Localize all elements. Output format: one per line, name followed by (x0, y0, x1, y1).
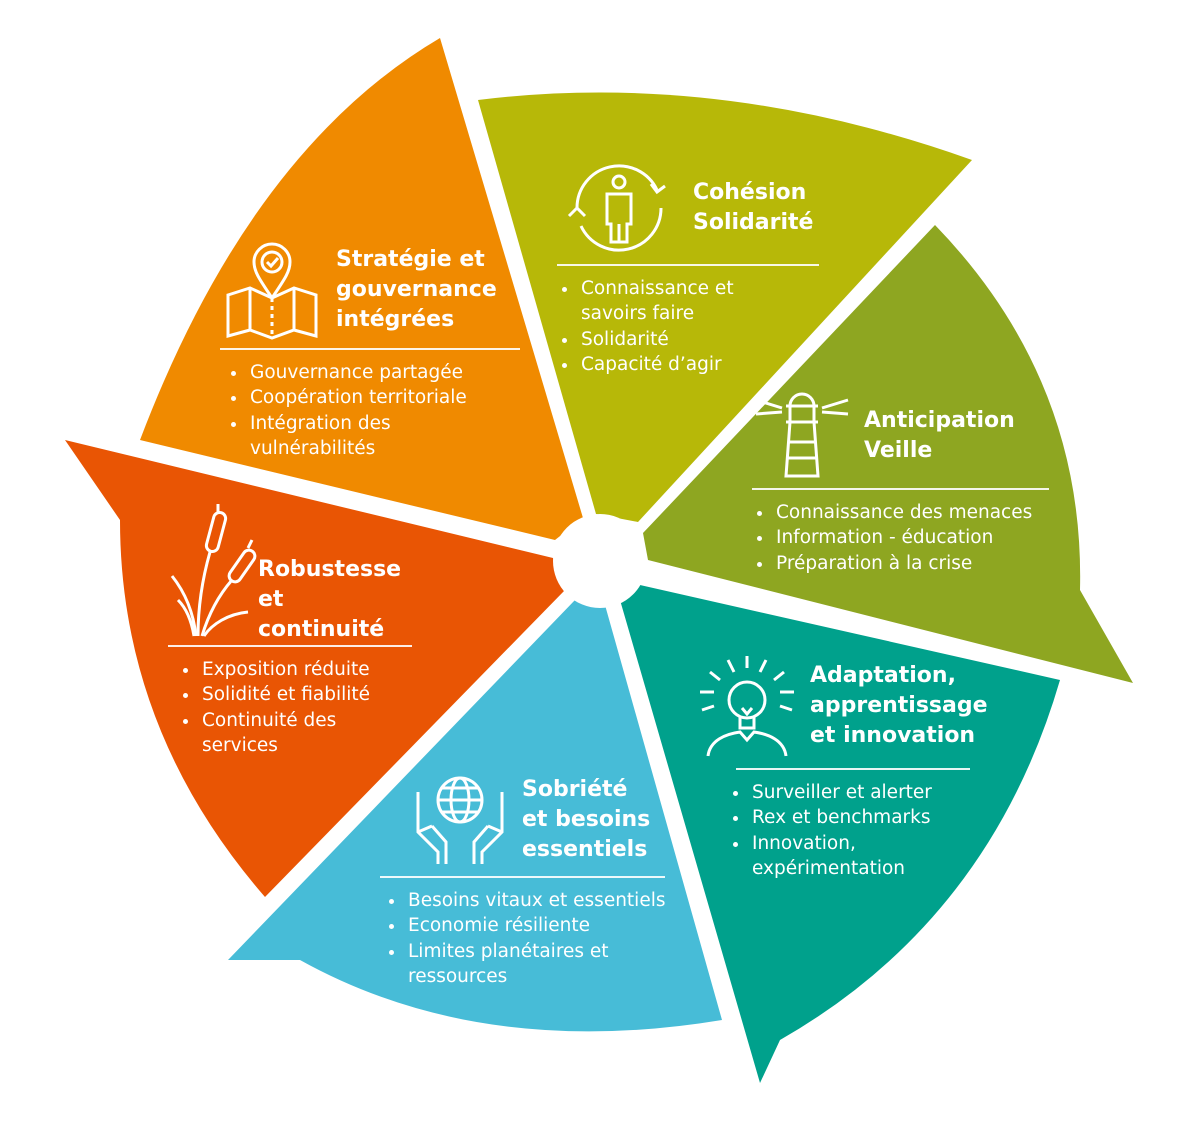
map-pin-icon (226, 242, 318, 340)
block-adaptation: Adaptation, apprentissage et innovation … (696, 652, 988, 882)
list-item: Economie résiliente (406, 913, 680, 939)
center-hub (553, 514, 647, 608)
list-item: Intégration des vulnérabilités (248, 411, 520, 462)
list-item: Coopération territoriale (248, 385, 520, 411)
divider (380, 876, 665, 878)
reed-plant-icon (170, 504, 257, 637)
segment-robustesse (65, 440, 565, 897)
list-item: Exposition réduite (200, 657, 412, 683)
list-item: Limites planétaires et ressources (406, 939, 638, 990)
list-item: Rex et benchmarks (750, 805, 970, 831)
hands-globe-icon (416, 776, 504, 864)
segment-strategie (140, 38, 583, 540)
block-anticipation: Anticipation Veille Connaissance des men… (752, 392, 1049, 576)
list-item: Connaissance des menaces (774, 500, 1049, 526)
block-cohesion: Cohésion Solidarité Connaissance et savo… (557, 160, 819, 378)
divider (736, 768, 970, 770)
list-item: Besoins vitaux et essentiels (406, 888, 680, 914)
divider (752, 488, 1049, 490)
title-strategie: Stratégie et gouvernance intégrées (336, 247, 497, 332)
lighthouse-icon (755, 392, 849, 478)
segment-cohesion (478, 92, 972, 522)
divider (220, 348, 520, 350)
segment-anticipation (643, 225, 1133, 683)
lightbulb-head-icon (700, 656, 794, 757)
divider (168, 645, 412, 647)
title-adaptation: Adaptation, apprentissage et innovation (810, 663, 988, 748)
list-item: Information - éducation (774, 525, 1049, 551)
list-item: Solidité et fiabilité (200, 682, 412, 708)
list-item: Innovation, expérimentation (750, 831, 922, 882)
list-item: Surveiller et alerter (750, 780, 970, 806)
block-strategie: Stratégie et gouvernance intégrées Gouve… (220, 240, 520, 462)
title-sobriete: Sobriété et besoins essentiels (522, 777, 651, 862)
block-robustesse: Robustesse et continuité Exposition rédu… (168, 495, 412, 759)
title-cohesion: Cohésion Solidarité (693, 180, 814, 235)
list-item: Continuité des services (200, 708, 372, 759)
block-sobriete: Sobriété et besoins essentiels Besoins v… (380, 772, 680, 990)
person-cycle-icon (567, 164, 666, 252)
divider (557, 264, 819, 266)
list-item: Connaissance et savoirs faire (579, 276, 771, 327)
list-item: Solidarité (579, 327, 819, 353)
list-item: Préparation à la crise (774, 551, 1049, 577)
title-robustesse: Robustesse et continuité (258, 557, 402, 642)
list-item: Gouvernance partagée (248, 360, 520, 386)
title-anticipation: Anticipation Veille (864, 408, 1015, 463)
list-item: Capacité d’agir (579, 352, 819, 378)
